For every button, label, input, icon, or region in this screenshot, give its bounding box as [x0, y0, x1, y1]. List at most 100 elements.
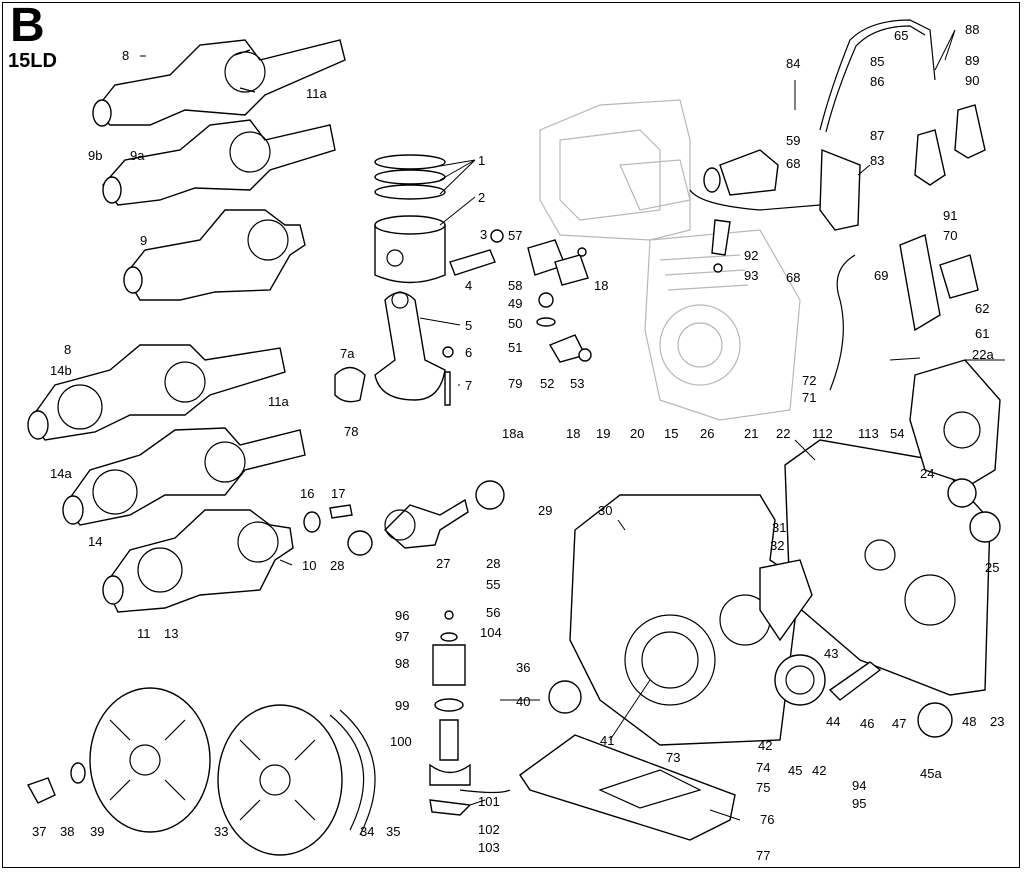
oil-pan-76 — [519, 734, 736, 841]
piston — [374, 215, 446, 284]
crankshaft-14 — [102, 509, 294, 613]
callout-58: 58 — [508, 278, 522, 293]
fuel-lines — [689, 19, 936, 211]
callout-10: 10 — [302, 558, 316, 573]
crankshaft-9 — [123, 209, 306, 301]
callout-36: 36 — [516, 660, 530, 675]
callout-54: 54 — [890, 426, 904, 441]
callout-94: 94 — [852, 778, 866, 793]
callout-5: 5 — [465, 318, 472, 333]
callout-101: 101 — [478, 794, 500, 809]
flange-54 — [909, 359, 1001, 486]
callout-59: 59 — [786, 133, 800, 148]
callout-43: 43 — [824, 646, 838, 661]
washer-16 — [303, 511, 321, 533]
crankshaft-14b — [27, 344, 286, 441]
callout-98: 98 — [395, 656, 409, 671]
callout-68a: 68 — [786, 156, 800, 171]
piston-pin — [449, 249, 496, 276]
callout-83: 83 — [870, 153, 884, 168]
section-letter: B — [10, 0, 45, 52]
callout-21: 21 — [744, 426, 758, 441]
callout-33: 33 — [214, 824, 228, 839]
callout-86: 86 — [870, 74, 884, 89]
callout-9a: 9a — [130, 148, 145, 163]
callout-14: 14 — [88, 534, 102, 549]
callout-55: 55 — [486, 577, 500, 592]
cover-32 — [759, 559, 813, 642]
callout-84: 84 — [786, 56, 800, 71]
callout-49: 49 — [508, 296, 522, 311]
callout-96: 96 — [395, 608, 409, 623]
callout-102: 102 — [478, 822, 500, 837]
model-code: 15LD — [8, 50, 57, 72]
bearing-44 — [774, 654, 826, 706]
callout-41: 41 — [600, 733, 614, 748]
callout-44: 44 — [826, 714, 840, 729]
callout-97: 97 — [395, 629, 409, 644]
callout-6: 6 — [465, 345, 472, 360]
callout-22a: 22a — [972, 347, 994, 362]
callout-45: 45 — [788, 763, 802, 778]
bearing-48 — [917, 702, 953, 738]
callout-18b: 18 — [566, 426, 580, 441]
callout-26: 26 — [700, 426, 714, 441]
callout-56: 56 — [486, 605, 500, 620]
callout-42a: 42 — [758, 738, 772, 753]
callout-95: 95 — [852, 796, 866, 811]
callout-87: 87 — [870, 128, 884, 143]
callout-53: 53 — [570, 376, 584, 391]
gasket-62 — [939, 254, 979, 299]
camshaft-27 — [383, 498, 469, 549]
piston-rings — [374, 154, 446, 200]
callout-42b: 42 — [812, 763, 826, 778]
flywheel-bolt-37 — [26, 777, 56, 804]
shaft-46 — [828, 661, 882, 701]
callout-74: 74 — [756, 760, 770, 775]
callout-18a: 18a — [502, 426, 524, 441]
valve-cover-parts — [527, 239, 592, 363]
fuel-filters — [914, 104, 986, 186]
flywheel-33 — [217, 704, 343, 856]
callout-7a: 7a — [340, 346, 355, 361]
callout-31: 31 — [772, 520, 786, 535]
callout-37: 37 — [32, 824, 46, 839]
callout-39: 39 — [90, 824, 104, 839]
oil-pump-assembly — [429, 610, 511, 816]
callout-28b: 28 — [486, 556, 500, 571]
ring-gear-34 — [329, 709, 376, 836]
callout-22: 22 — [776, 426, 790, 441]
callout-73: 73 — [666, 750, 680, 765]
callout-14a: 14a — [50, 466, 72, 481]
bearings-28 — [347, 480, 505, 556]
callout-29: 29 — [538, 503, 552, 518]
callout-4: 4 — [465, 278, 472, 293]
callout-27: 27 — [436, 556, 450, 571]
callout-47: 47 — [892, 716, 906, 731]
callout-11a-b: 11a — [268, 394, 289, 409]
conrod-bolt — [442, 346, 454, 406]
leader-lines — [140, 29, 1005, 821]
callout-48: 48 — [962, 714, 976, 729]
fuel-bracket — [819, 148, 861, 231]
callout-71: 71 — [802, 390, 816, 405]
piston-pin-circlip — [490, 229, 504, 243]
screw-17 — [329, 504, 353, 519]
callout-34: 34 — [360, 824, 374, 839]
callout-76: 76 — [760, 812, 774, 827]
callout-2: 2 — [478, 190, 485, 205]
callout-7: 7 — [465, 378, 472, 393]
callout-15: 15 — [664, 426, 678, 441]
callout-113: 113 — [858, 426, 879, 441]
callout-3: 3 — [480, 227, 487, 242]
callout-9: 9 — [140, 233, 147, 248]
callout-11a: 11a — [306, 86, 327, 101]
oil-pipe-72 — [829, 254, 856, 391]
callout-78: 78 — [344, 424, 358, 439]
crankshaft-9a — [102, 119, 336, 206]
callout-57: 57 — [508, 228, 522, 243]
callout-28a: 28 — [330, 558, 344, 573]
callout-92: 92 — [744, 248, 758, 263]
ghost-engine-outline — [539, 99, 801, 421]
callout-38: 38 — [60, 824, 74, 839]
